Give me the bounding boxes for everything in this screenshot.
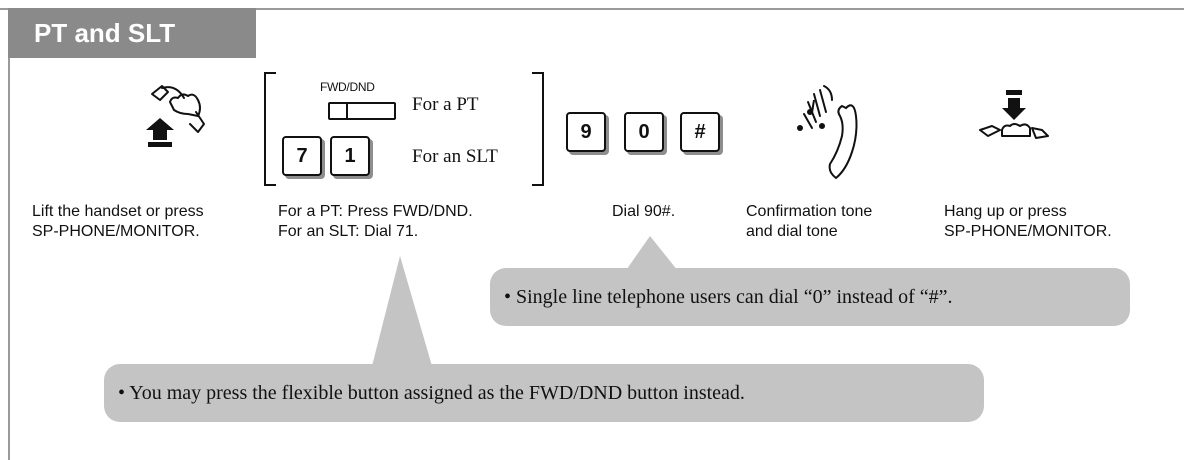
step5-caption-line2: SP-PHONE/MONITOR.: [944, 223, 1112, 240]
for-pt-label: For a PT: [412, 94, 479, 115]
note1-text: • Single line telephone users can dial “…: [504, 286, 953, 308]
note1-bubble: • Single line telephone users can dial “…: [490, 268, 1130, 326]
key-7: 7: [282, 136, 322, 176]
key-0: 0: [624, 112, 664, 152]
for-slt-label: For an SLT: [412, 146, 498, 167]
note2-text: • You may press the flexible button assi…: [118, 382, 745, 404]
frame-left-rule: [8, 8, 10, 460]
step3-caption: Dial 90#.: [612, 202, 675, 222]
step4-caption-line2: and dial tone: [746, 223, 838, 240]
key-1: 1: [330, 136, 370, 176]
note1-pointer: [622, 236, 682, 276]
step5-caption-line1: Hang up or press: [944, 203, 1067, 220]
step5-caption: Hang up or press SP-PHONE/MONITOR.: [944, 202, 1112, 242]
bracket-right: [532, 72, 544, 186]
bracket-left: [264, 72, 276, 186]
step1-caption-line1: Lift the handset or press: [32, 203, 204, 220]
step4-caption-line1: Confirmation tone: [746, 203, 873, 220]
key-hash: #: [680, 112, 720, 152]
fwd-dnd-button-icon: [328, 102, 396, 120]
confirmation-tone-icon: [797, 85, 858, 180]
step1-caption: Lift the handset or press SP-PHONE/MONIT…: [32, 202, 204, 242]
note2-bubble: • You may press the flexible button assi…: [104, 364, 984, 422]
fwd-dnd-label: FWD/DND: [320, 80, 375, 94]
step1-caption-line2: SP-PHONE/MONITOR.: [32, 223, 200, 240]
note2-pointer: [372, 256, 432, 366]
lift-handset-icon: [146, 85, 205, 147]
hang-up-icon: [979, 90, 1049, 139]
step2-caption-line2: For an SLT: Dial 71.: [278, 223, 419, 240]
step4-caption: Confirmation tone and dial tone: [746, 202, 872, 242]
frame-top-rule: [0, 8, 1184, 10]
step2-caption: For a PT: Press FWD/DND. For an SLT: Dia…: [278, 202, 473, 242]
section-title: PT and SLT: [8, 8, 256, 58]
step3-caption-line1: Dial 90#.: [612, 203, 676, 220]
key-9: 9: [566, 112, 606, 152]
step2-caption-line1: For a PT: Press FWD/DND.: [278, 203, 473, 220]
